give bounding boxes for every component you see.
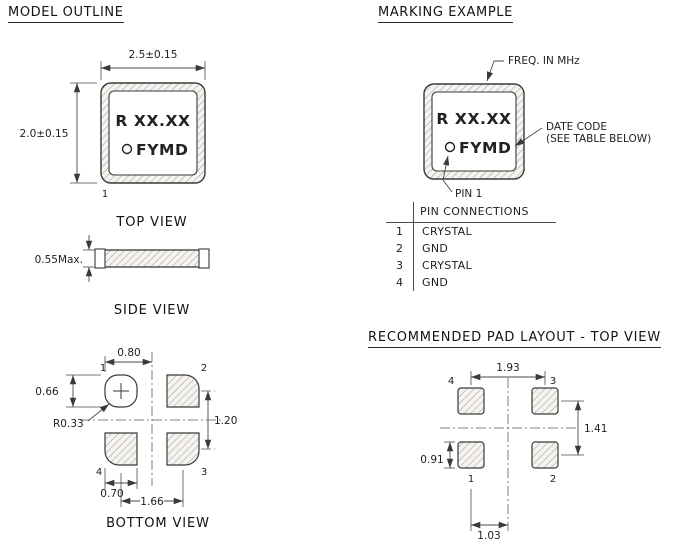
pin-signal: CRYSTAL — [422, 225, 472, 238]
layout-pin-4: 4 — [448, 376, 454, 387]
package-inner-lid — [108, 90, 198, 176]
layout-pin-3: 3 — [550, 376, 556, 387]
bottom-dim-1-66: 1.66 — [140, 496, 164, 508]
layout-pin-2: 2 — [550, 474, 556, 485]
section-header-marking-example: MARKING EXAMPLE — [378, 5, 513, 23]
side-body — [96, 249, 208, 268]
layout-pad-3 — [531, 387, 559, 415]
freq-callout: FREQ. IN MHz — [508, 55, 580, 67]
pin1-callout: PIN 1 — [455, 188, 482, 200]
pin-number: 2 — [396, 242, 403, 255]
bottom-dim-0-80: 0.80 — [117, 347, 140, 359]
date-code-callout: DATE CODE — [546, 121, 607, 133]
top-view-height-dim: 2.0±0.15 — [20, 128, 69, 140]
layout-pin-1: 1 — [468, 474, 474, 485]
marking-text-line2: FYMD — [136, 141, 189, 159]
pin-table-title: PIN CONNECTIONS — [386, 202, 556, 223]
package-inner-lid — [431, 91, 517, 172]
pad-layout-drawing: 4 3 1 2 1.93 1.41 0.91 1.03 — [420, 362, 607, 542]
top-view-pin1-number: 1 — [102, 189, 108, 200]
pin-number: 4 — [396, 276, 403, 289]
section-header-model-outline: MODEL OUTLINE — [8, 5, 124, 23]
layout-dim-0-91: 0.91 — [420, 454, 443, 466]
bottom-pin-2: 2 — [201, 363, 207, 374]
pin-signal: GND — [422, 242, 449, 255]
pin-table-row: 3 CRYSTAL — [386, 257, 556, 274]
top-view-label: TOP VIEW — [115, 215, 187, 230]
layout-pad-4 — [457, 387, 485, 415]
marking-text-line1: R XX.XX — [436, 110, 511, 128]
bottom-dim-0-70: 0.70 — [100, 488, 123, 500]
side-terminal-right — [198, 248, 210, 269]
pin-signal: GND — [422, 276, 449, 289]
bottom-view-drawing: 1 2 3 4 0.80 0.66 R0.33 1.20 0.70 1.66 — [35, 347, 237, 531]
layout-pad-2 — [531, 441, 559, 469]
bottom-dim-1-20: 1.20 — [214, 415, 237, 427]
marking-text-line1: R XX.XX — [115, 112, 190, 130]
leader-line — [486, 60, 504, 82]
leader-line — [442, 155, 453, 193]
marking-example-drawing: R XX.XX FYMD FREQ. IN MHz DATE CODE (SEE… — [423, 55, 651, 200]
pin-number: 1 — [396, 225, 403, 238]
marking-text-line2: FYMD — [459, 139, 512, 157]
pad-4 — [104, 432, 138, 466]
date-code-callout-note: (SEE TABLE BELOW) — [546, 133, 651, 145]
pin1-dot — [444, 141, 456, 153]
top-view-drawing: R XX.XX FYMD 1 2.5±0.15 2.0±0.15 TOP VIE… — [20, 49, 206, 230]
side-view-thickness-dim: 0.55Max. — [35, 254, 83, 266]
leader-line — [87, 403, 110, 422]
bottom-pin-3: 3 — [201, 467, 207, 478]
pin-signal: CRYSTAL — [422, 259, 472, 272]
leader-line — [514, 127, 543, 147]
layout-dim-1-41: 1.41 — [584, 423, 607, 435]
layout-pad-1 — [457, 441, 485, 469]
pad-3 — [166, 432, 200, 466]
side-view-drawing: 0.55Max. SIDE VIEW — [35, 235, 210, 318]
pin-table-row: 4 GND — [386, 274, 556, 291]
pin-table-row: 2 GND — [386, 240, 556, 257]
pin-table-row: 1 CRYSTAL — [386, 223, 556, 240]
pad-2 — [166, 374, 200, 408]
bottom-pin-4: 4 — [96, 467, 102, 478]
layout-dim-1-03: 1.03 — [477, 530, 500, 542]
bottom-dim-r0-33: R0.33 — [53, 418, 84, 430]
bottom-view-label: BOTTOM VIEW — [106, 516, 210, 531]
side-terminal-left — [94, 248, 106, 269]
pin-connections-table: PIN CONNECTIONS 1 CRYSTAL 2 GND 3 CRYSTA… — [386, 202, 556, 291]
section-header-pad-layout: RECOMMENDED PAD LAYOUT - TOP VIEW — [368, 330, 661, 348]
pin-number: 3 — [396, 259, 403, 272]
bottom-dim-0-66: 0.66 — [35, 386, 59, 398]
side-view-label: SIDE VIEW — [114, 303, 190, 318]
pin-table-divider — [413, 202, 414, 291]
bottom-pin-1: 1 — [100, 363, 106, 374]
layout-dim-1-93: 1.93 — [496, 362, 519, 374]
pin1-dot — [121, 143, 133, 155]
top-view-width-dim: 2.5±0.15 — [129, 49, 178, 61]
